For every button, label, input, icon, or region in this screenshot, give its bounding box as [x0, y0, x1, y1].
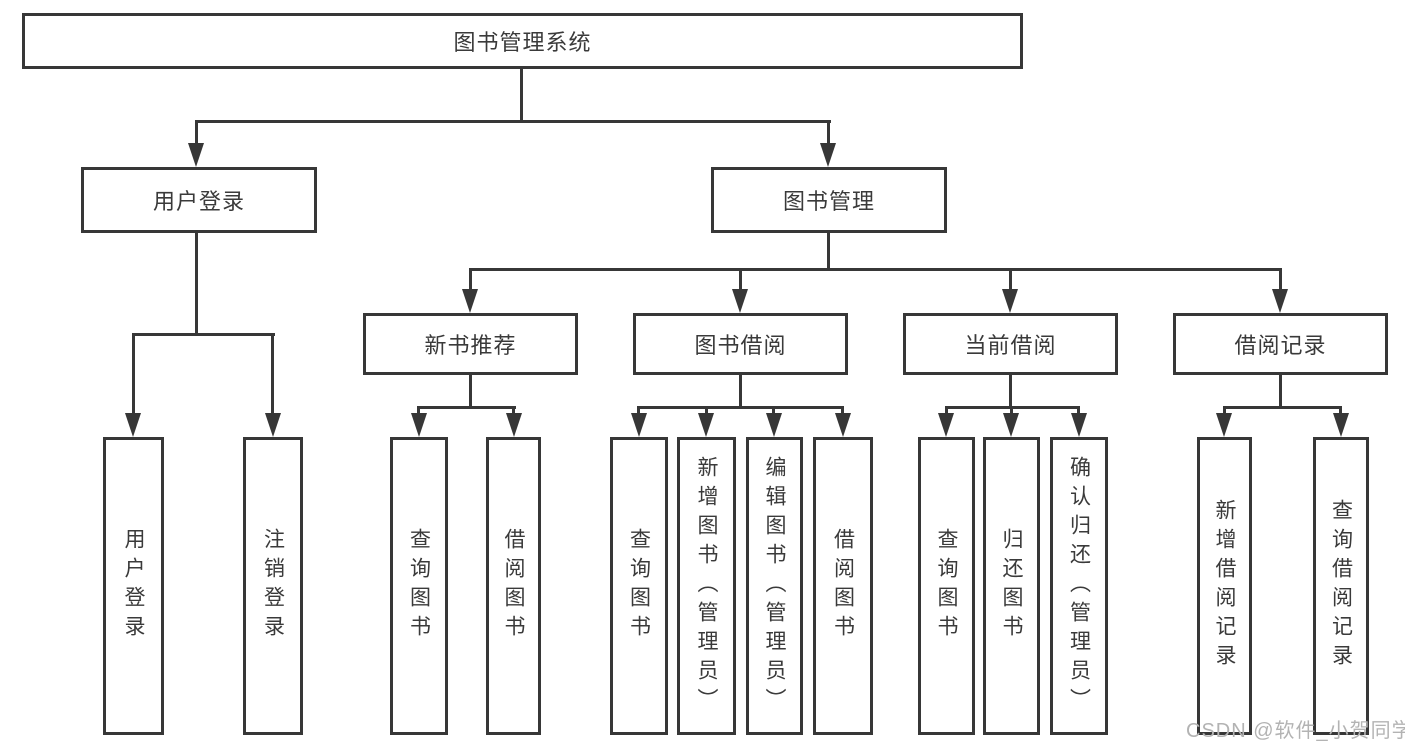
leaf-user-login: 用户登录 [103, 437, 164, 735]
connector-line [841, 406, 844, 416]
arrowhead-down-icon [188, 143, 204, 167]
leaf-add-borrow-record: 新增借阅记录 [1197, 437, 1252, 735]
node-book-management: 图书管理 [711, 167, 947, 233]
connector-line [705, 406, 708, 416]
node-label: 查询图书 [407, 528, 431, 644]
leaf-query-borrow-record: 查询借阅记录 [1313, 437, 1369, 735]
connector-line [827, 233, 830, 271]
arrowhead-down-icon [835, 413, 851, 437]
node-book-borrowing: 图书借阅 [633, 313, 848, 375]
connector-line [772, 406, 775, 416]
arrowhead-down-icon [631, 413, 647, 437]
node-label: 查询借阅记录 [1329, 499, 1353, 673]
connector-line [132, 333, 275, 336]
arrowhead-down-icon [732, 289, 748, 313]
connector-line [469, 375, 472, 409]
leaf-borrow-books: 借阅图书 [813, 437, 873, 735]
connector-line [1279, 375, 1282, 409]
connector-line [1339, 406, 1342, 416]
node-label: 借阅记录 [1234, 333, 1327, 358]
arrowhead-down-icon [938, 413, 954, 437]
leaf-confirm-return-admin: 确认归还（管理员） [1050, 437, 1108, 735]
arrowhead-down-icon [766, 413, 782, 437]
leaf-edit-books-admin: 编辑图书（管理员） [746, 437, 803, 735]
connector-line [195, 120, 198, 146]
connector-line [827, 120, 830, 146]
leaf-query-books-borrowing: 查询图书 [610, 437, 668, 735]
node-label: 新增借阅记录 [1213, 499, 1236, 673]
node-label: 用户登录 [152, 189, 245, 214]
node-label: 用户登录 [122, 528, 145, 644]
connector-line [469, 268, 472, 292]
node-current-borrowing: 当前借阅 [903, 313, 1118, 375]
arrowhead-down-icon [698, 413, 714, 437]
arrowhead-down-icon [1071, 413, 1087, 437]
leaf-query-books-recommend: 查询图书 [390, 437, 448, 735]
node-label: 新书推荐 [424, 333, 517, 358]
connector-line [1077, 406, 1080, 416]
leaf-return-books: 归还图书 [983, 437, 1040, 735]
watermark-text: CSDN @软件_小贺同学 [1186, 720, 1405, 742]
arrowhead-down-icon [1216, 413, 1232, 437]
leaf-logout: 注销登录 [243, 437, 303, 735]
node-label: 图书管理 [782, 189, 875, 214]
leaf-borrow-books-recommend: 借阅图书 [486, 437, 541, 735]
node-label: 借阅图书 [502, 528, 525, 644]
node-library-management-system: 图书管理系统 [22, 13, 1023, 69]
leaf-add-books-admin: 新增图书（管理员） [677, 437, 736, 735]
node-label: 查询图书 [627, 528, 651, 644]
node-label: 归还图书 [1000, 528, 1023, 644]
arrowhead-down-icon [1333, 413, 1349, 437]
node-label: 当前借阅 [964, 333, 1057, 358]
node-label: 编辑图书（管理员） [763, 455, 786, 717]
node-new-book-recommend: 新书推荐 [363, 313, 578, 375]
connector-line [739, 268, 742, 292]
arrowhead-down-icon [820, 143, 836, 167]
connector-line [1223, 406, 1342, 409]
connector-line [520, 69, 523, 123]
connector-line [417, 406, 516, 409]
arrowhead-down-icon [462, 289, 478, 313]
connector-line [637, 406, 640, 416]
node-label: 图书借阅 [694, 333, 787, 358]
arrowhead-down-icon [1002, 289, 1018, 313]
arrowhead-down-icon [1003, 413, 1019, 437]
connector-line [1009, 375, 1012, 409]
node-label: 确认归还（管理员） [1067, 455, 1091, 717]
connector-line [1223, 406, 1226, 416]
node-label: 注销登录 [261, 528, 285, 644]
connector-line [469, 268, 1282, 271]
leaf-query-books-current: 查询图书 [918, 437, 975, 735]
node-label: 借阅图书 [831, 528, 855, 644]
arrowhead-down-icon [265, 413, 281, 437]
connector-line [195, 233, 198, 336]
connector-line [1010, 406, 1013, 416]
node-label: 图书管理系统 [453, 30, 592, 55]
arrowhead-down-icon [1272, 289, 1288, 313]
connector-line [739, 375, 742, 409]
arrowhead-down-icon [506, 413, 522, 437]
connector-line [271, 333, 274, 415]
connector-line [417, 406, 420, 416]
node-label: 查询图书 [935, 528, 958, 644]
connector-line [1279, 268, 1282, 292]
node-label: 新增图书（管理员） [695, 455, 718, 717]
arrowhead-down-icon [125, 413, 141, 437]
connector-line [195, 120, 831, 123]
connector-line [945, 406, 948, 416]
node-user-login: 用户登录 [81, 167, 317, 233]
connector-line [1009, 268, 1012, 292]
connector-line [512, 406, 515, 416]
arrowhead-down-icon [411, 413, 427, 437]
connector-line [132, 333, 135, 415]
connector-line [637, 406, 844, 409]
node-borrowing-records: 借阅记录 [1173, 313, 1388, 375]
